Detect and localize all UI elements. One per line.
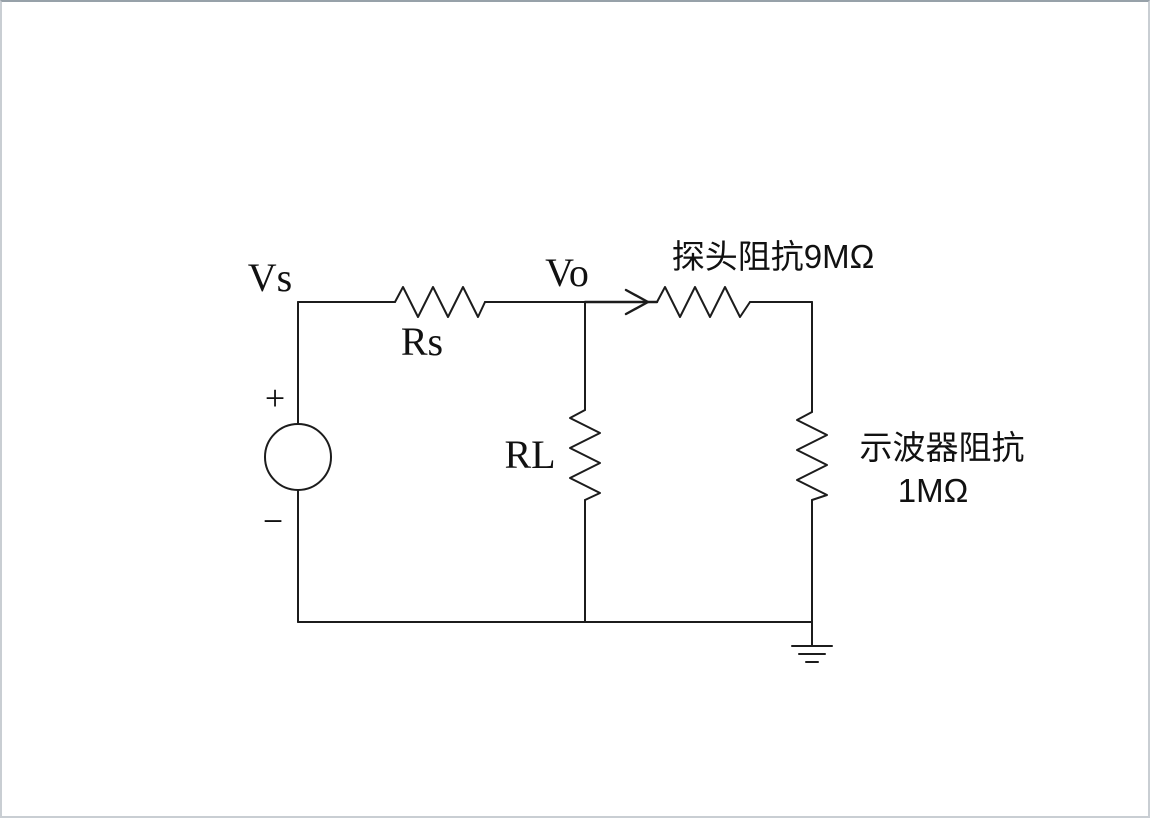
resistor-probe: [656, 286, 751, 318]
label-scope-impedance-line1: 示波器阻抗: [860, 429, 1025, 466]
label-rl: RL: [504, 432, 555, 477]
voltage-source-circle: [264, 423, 332, 491]
label-rs: Rs: [401, 319, 443, 364]
label-minus: −: [263, 501, 283, 541]
label-vs: Vs: [248, 255, 292, 300]
label-probe-impedance: 探头阻抗9MΩ: [672, 238, 875, 275]
current-arrow-icon: [624, 288, 650, 316]
ground-icon: [791, 621, 833, 663]
resistor-scope: [796, 411, 828, 501]
label-plus: +: [265, 378, 285, 418]
label-vo: Vo: [545, 250, 589, 295]
resistor-rs: [394, 286, 486, 318]
resistor-rl: [569, 409, 601, 501]
label-scope-impedance-line2: 1MΩ: [898, 472, 969, 509]
